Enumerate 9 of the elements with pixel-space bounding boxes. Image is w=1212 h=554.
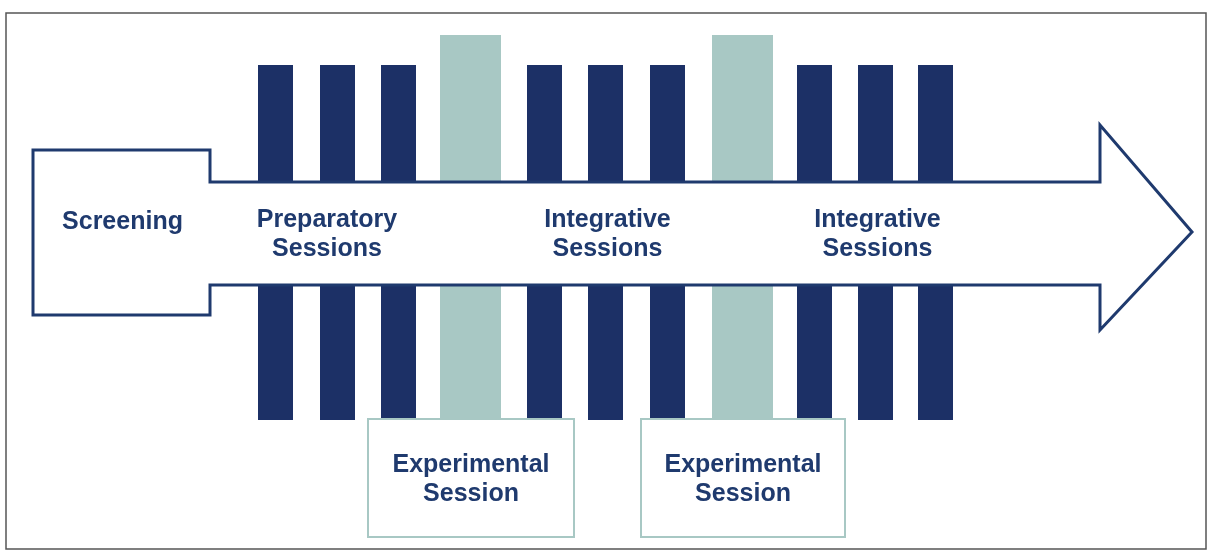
- phase-label: Preparatory Sessions: [222, 195, 432, 270]
- session-label: Experimental Session: [391, 449, 551, 507]
- timeline-arrow: [31, 120, 1194, 334]
- phase-label: Integrative Sessions: [510, 195, 705, 270]
- phase-label: Integrative Sessions: [780, 195, 975, 270]
- session-box: [640, 418, 846, 538]
- session-label: Experimental Session: [663, 449, 823, 507]
- session-box: [367, 418, 575, 538]
- phase-label: Screening: [40, 190, 205, 250]
